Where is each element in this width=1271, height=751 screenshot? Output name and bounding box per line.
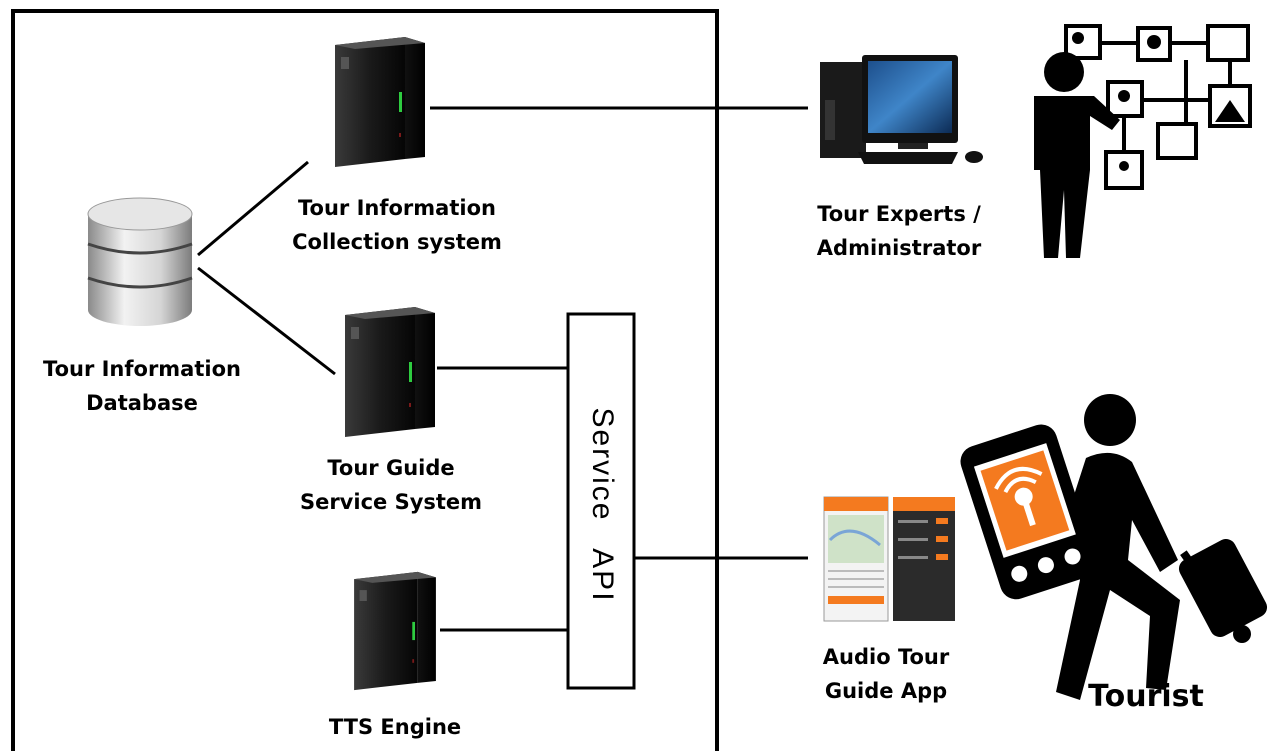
db-to-guide-line	[197, 266, 336, 376]
experts-label-line2: Administrator	[816, 236, 982, 260]
database-icon	[87, 197, 193, 326]
tts-engine-label: TTS Engine	[329, 710, 461, 744]
database-label-line2: Database	[86, 391, 198, 415]
database-label-line1: Tour Information	[43, 357, 241, 381]
experts-label-line1: Tour Experts /	[817, 202, 981, 226]
guide-server-icon	[345, 307, 435, 437]
tourist-label-text: Tourist	[1088, 679, 1204, 714]
collection-system-label-line1: Tour Information	[298, 196, 496, 220]
desktop-computer-icon	[820, 55, 983, 164]
service-api-box	[566, 312, 636, 690]
app-label-line1: Audio Tour	[822, 645, 950, 669]
db-to-collection-line	[197, 160, 309, 257]
mobile-app-screenshot-icon	[823, 496, 955, 622]
tourist-label: Tourist	[1088, 680, 1204, 714]
database-label: Tour Information Database	[43, 352, 241, 420]
guide-service-label-line1: Tour Guide	[327, 456, 455, 480]
experts-label: Tour Experts / Administrator	[817, 197, 981, 265]
app-label: Audio Tour Guide App	[823, 640, 949, 708]
app-label-line2: Guide App	[824, 679, 948, 703]
person-with-flowchart-icon	[1034, 24, 1252, 258]
collection-system-label-line2: Collection system	[292, 230, 502, 254]
guide-service-label-line2: Service System	[299, 490, 483, 514]
collection-system-label: Tour Information Collection system	[292, 191, 502, 259]
collection-server-icon	[335, 37, 425, 167]
tts-engine-label-line1: TTS Engine	[328, 715, 462, 739]
system-boundary	[11, 9, 719, 751]
tourist-with-phone-and-luggage-icon	[960, 394, 1268, 700]
service-api-label: Service API	[586, 407, 619, 603]
tts-server-icon	[354, 571, 436, 691]
guide-service-label: Tour Guide Service System	[300, 451, 482, 519]
